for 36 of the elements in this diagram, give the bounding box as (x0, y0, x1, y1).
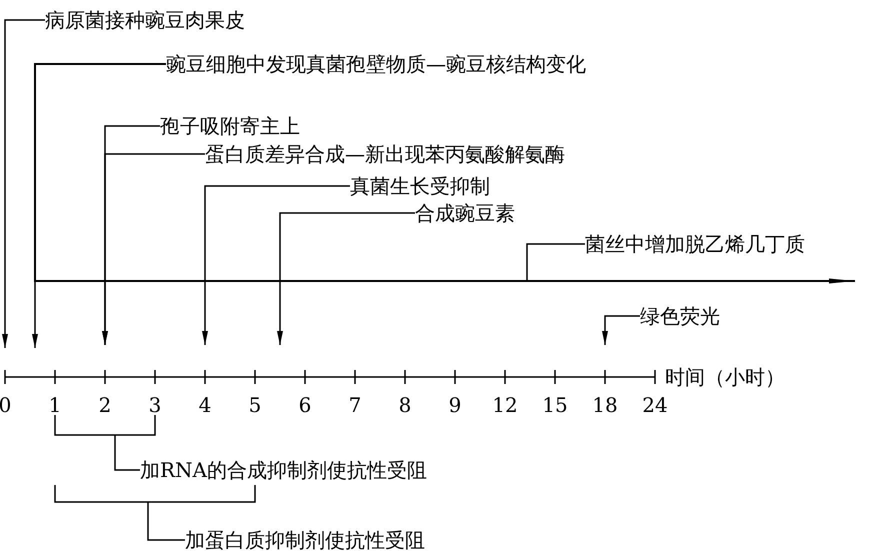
tick-label: 5 (248, 393, 262, 417)
tick-label: 1 (48, 393, 62, 417)
arrow (602, 315, 640, 345)
tick-label: 0 (0, 393, 12, 417)
bracket (54, 485, 256, 503)
event-label: 加蛋白质抑制剂使抗性受阻 (185, 528, 425, 551)
leader-line (526, 243, 585, 281)
arrow (277, 212, 415, 345)
event-label: 孢子吸附寄主上 (160, 114, 300, 138)
leader-line (147, 502, 185, 541)
event-label: 加RNA的合成抑制剂使抗性受阻 (140, 458, 428, 482)
tick-label: 12 (492, 393, 518, 417)
tick-label: 2 (98, 393, 112, 417)
tick-label: 18 (592, 393, 618, 417)
tick-label: 4 (198, 393, 212, 417)
tick-label: 3 (148, 393, 162, 417)
event-label: 绿色荧光 (640, 304, 720, 328)
arrow (102, 153, 205, 345)
tick-label: 9 (448, 393, 462, 417)
axis-title: 时间（小时） (665, 365, 785, 389)
event-label: 菌丝中增加脱乙烯几丁质 (585, 232, 805, 256)
arrow (34, 63, 855, 284)
bracket (54, 415, 156, 436)
tick-label: 24 (642, 393, 668, 417)
event-label: 蛋白质差异合成—新出现苯丙氨酸解氨酶 (205, 142, 565, 166)
event-label: 合成豌豆素 (415, 201, 515, 225)
tick-label: 6 (298, 393, 312, 417)
event-label: 豌豆细胞中发现真菌孢壁物质—豌豆核结构变化 (166, 52, 586, 76)
leader-line (114, 435, 140, 471)
tick-label: 7 (348, 393, 362, 417)
tick-label: 8 (398, 393, 412, 417)
arrow (202, 185, 350, 345)
event-label: 病原菌接种豌豆肉果皮 (45, 8, 245, 32)
tick-label: 15 (542, 393, 568, 417)
arrow (2, 19, 45, 348)
event-label: 真菌生长受抑制 (350, 174, 490, 198)
